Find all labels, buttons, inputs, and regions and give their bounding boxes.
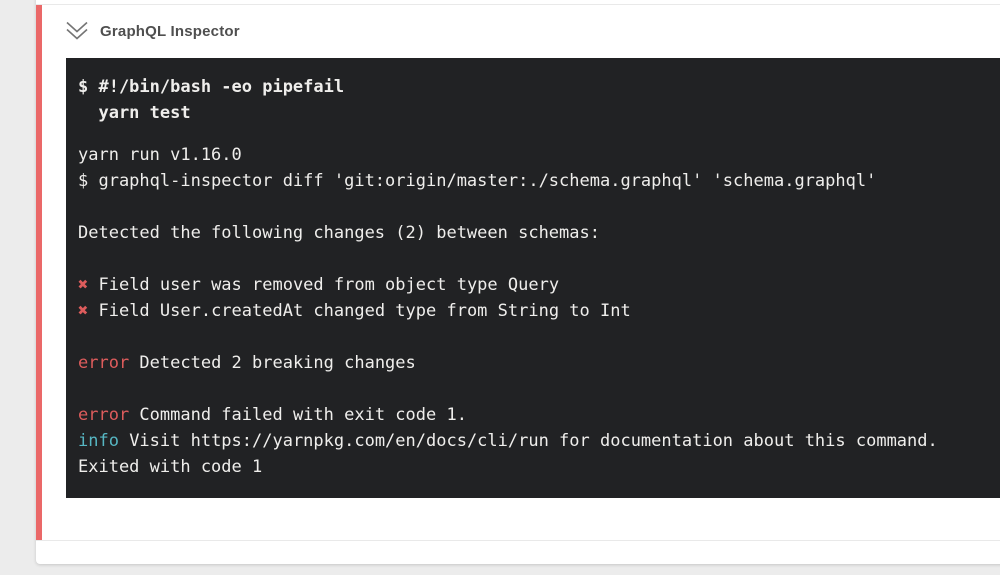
terminal-segment-plain: Visit https://yarnpkg.com/en/docs/cli/ru… (118, 431, 938, 451)
terminal-line (78, 194, 1000, 220)
terminal-segment-plain: yarn test (78, 103, 191, 123)
terminal-segment-plain: $ graphql-inspector diff 'git:origin/mas… (78, 171, 877, 191)
terminal-line: Detected the following changes (2) betwe… (78, 220, 1000, 246)
terminal-line: yarn test (78, 100, 1000, 126)
terminal-line: error Command failed with exit code 1. (78, 402, 1000, 428)
terminal-line: Exited with code 1 (78, 454, 1000, 480)
terminal-spacer (78, 126, 1000, 142)
terminal-line: $ graphql-inspector diff 'git:origin/mas… (78, 168, 1000, 194)
terminal-segment-plain: yarn run v1.16.0 (78, 145, 242, 165)
step-title: GraphQL Inspector (100, 22, 240, 40)
terminal-line: $ #!/bin/bash -eo pipefail (78, 74, 1000, 100)
terminal-segment-error: error (78, 353, 130, 373)
terminal-segment-info: info (78, 431, 119, 451)
terminal-segment-error: ✖ (78, 301, 89, 321)
terminal-line: info Visit https://yarnpkg.com/en/docs/c… (78, 428, 1000, 454)
failed-step-accent-stripe (36, 5, 42, 540)
terminal-line (78, 324, 1000, 350)
terminal-segment-error: ✖ (78, 275, 89, 295)
terminal-line (78, 376, 1000, 402)
terminal-line: error Detected 2 breaking changes (78, 350, 1000, 376)
terminal-output: $ #!/bin/bash -eo pipefail yarn test yarn… (66, 58, 1000, 498)
terminal-line: ✖ Field user was removed from object typ… (78, 272, 1000, 298)
double-chevron-down-icon[interactable] (64, 20, 90, 42)
failed-step-section: GraphQL Inspector $ #!/bin/bash -eo pipe… (36, 4, 1000, 541)
terminal-line: yarn run v1.16.0 (78, 142, 1000, 168)
terminal-segment-plain: Field user was removed from object type … (88, 275, 560, 295)
step-header[interactable]: GraphQL Inspector (36, 5, 1000, 57)
terminal-segment-plain: Exited with code 1 (78, 457, 263, 477)
terminal-line (78, 246, 1000, 272)
terminal-line: ✖ Field User.createdAt changed type from… (78, 298, 1000, 324)
terminal-segment-plain: Field User.createdAt changed type from S… (88, 301, 631, 321)
terminal-segment-plain: Detected the following changes (2) betwe… (78, 223, 600, 243)
terminal-segment-plain: Detected 2 breaking changes (129, 353, 416, 373)
terminal-segment-plain: Command failed with exit code 1. (129, 405, 467, 425)
terminal-segment-plain: $ #!/bin/bash -eo pipefail (78, 77, 345, 97)
build-step-card: GraphQL Inspector $ #!/bin/bash -eo pipe… (36, 0, 1000, 564)
terminal-segment-error: error (78, 405, 130, 425)
